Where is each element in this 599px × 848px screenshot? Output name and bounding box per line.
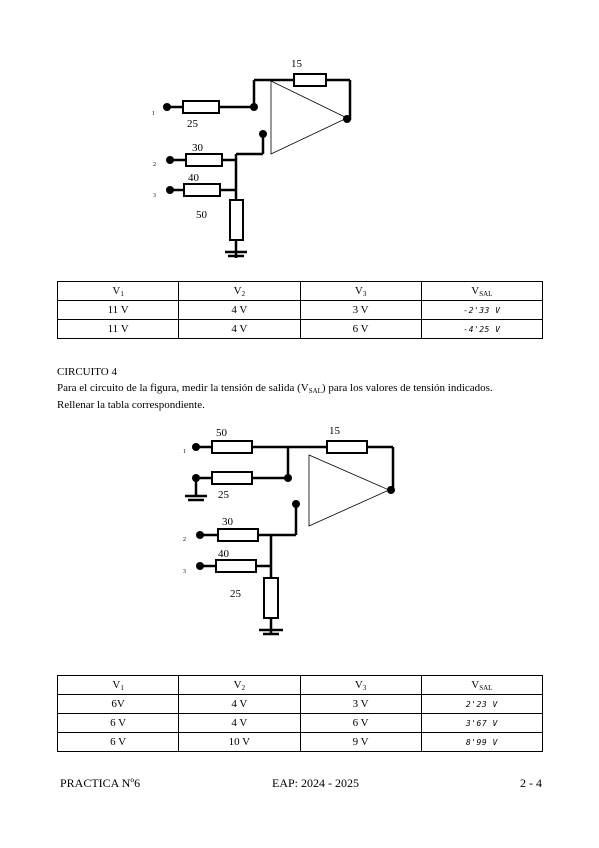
table-circuit-4: V1 V2 V3 VSAL 6V 4 V 3 V 2'23 V 6 V 4 V … — [56, 675, 544, 752]
c3-input-3: 3 — [153, 193, 156, 199]
table-row: 11 V 4 V 3 V -2'33 V — [56, 300, 544, 320]
col-vsal: VSAL — [420, 675, 544, 695]
table-row: 11 V 4 V 6 V -4'25 V — [56, 319, 544, 339]
col-v2: V2 — [178, 281, 301, 301]
table-header-row: V1 V2 V3 VSAL — [56, 675, 544, 695]
table-circuit-3: V1 V2 V3 VSAL 11 V 4 V 3 V -2'33 V 11 V … — [56, 281, 544, 339]
handwritten-value: 8'99 V — [420, 732, 544, 752]
c4-res-in3: 40 — [218, 548, 230, 560]
c4-input-3: 3 — [183, 569, 186, 575]
col-v3: V3 — [299, 675, 422, 695]
c4-res-gnd-in: 25 — [218, 489, 230, 501]
c3-res-in2: 30 — [192, 142, 204, 154]
c4-input-2: 2 — [183, 537, 186, 543]
handwritten-value: 3'67 V — [420, 713, 544, 733]
c4-res-in1: 50 — [216, 427, 228, 439]
handwritten-value: -4'25 V — [420, 319, 544, 339]
c4-input-1: 1 — [183, 449, 186, 455]
circuit-4-title: CIRCUITO 4 — [57, 366, 117, 378]
c3-input-2: 2 — [153, 162, 156, 168]
table-header-row: V1 V2 V3 VSAL — [56, 281, 544, 301]
c4-res-in2: 30 — [222, 516, 234, 528]
footer-center: EAP: 2024 - 2025 — [272, 776, 359, 790]
circuit-3-diagram: 15 25 30 40 50 1 2 3 — [152, 58, 352, 258]
table-row: 6V 4 V 3 V 2'23 V — [56, 694, 544, 714]
col-vsal: VSAL — [420, 281, 544, 301]
col-v1: V1 — [56, 675, 180, 695]
col-v2: V2 — [178, 675, 301, 695]
c4-res-feedback: 15 — [329, 425, 341, 437]
col-v1: V1 — [56, 281, 180, 301]
c3-res-feedback: 15 — [291, 58, 303, 70]
c4-res-ground: 25 — [230, 588, 242, 600]
c3-res-in3: 40 — [188, 172, 200, 184]
table-row: 6 V 10 V 9 V 8'99 V — [56, 732, 544, 752]
circuit-4-instructions: Para el circuito de la figura, medir la … — [57, 382, 493, 411]
footer-left: PRACTICA Nº6 — [60, 776, 141, 790]
col-v3: V3 — [299, 281, 422, 301]
c3-res-ground: 50 — [196, 209, 208, 221]
footer-page-number: 2 - 4 — [520, 776, 542, 790]
c3-input-1: 1 — [152, 111, 155, 117]
handwritten-value: 2'23 V — [420, 694, 544, 714]
table-row: 6 V 4 V 6 V 3'67 V — [56, 713, 544, 733]
handwritten-value: -2'33 V — [420, 300, 544, 320]
circuit-4-diagram: 50 15 25 30 40 25 1 2 3 — [183, 425, 395, 636]
c3-res-in1: 25 — [187, 118, 199, 130]
